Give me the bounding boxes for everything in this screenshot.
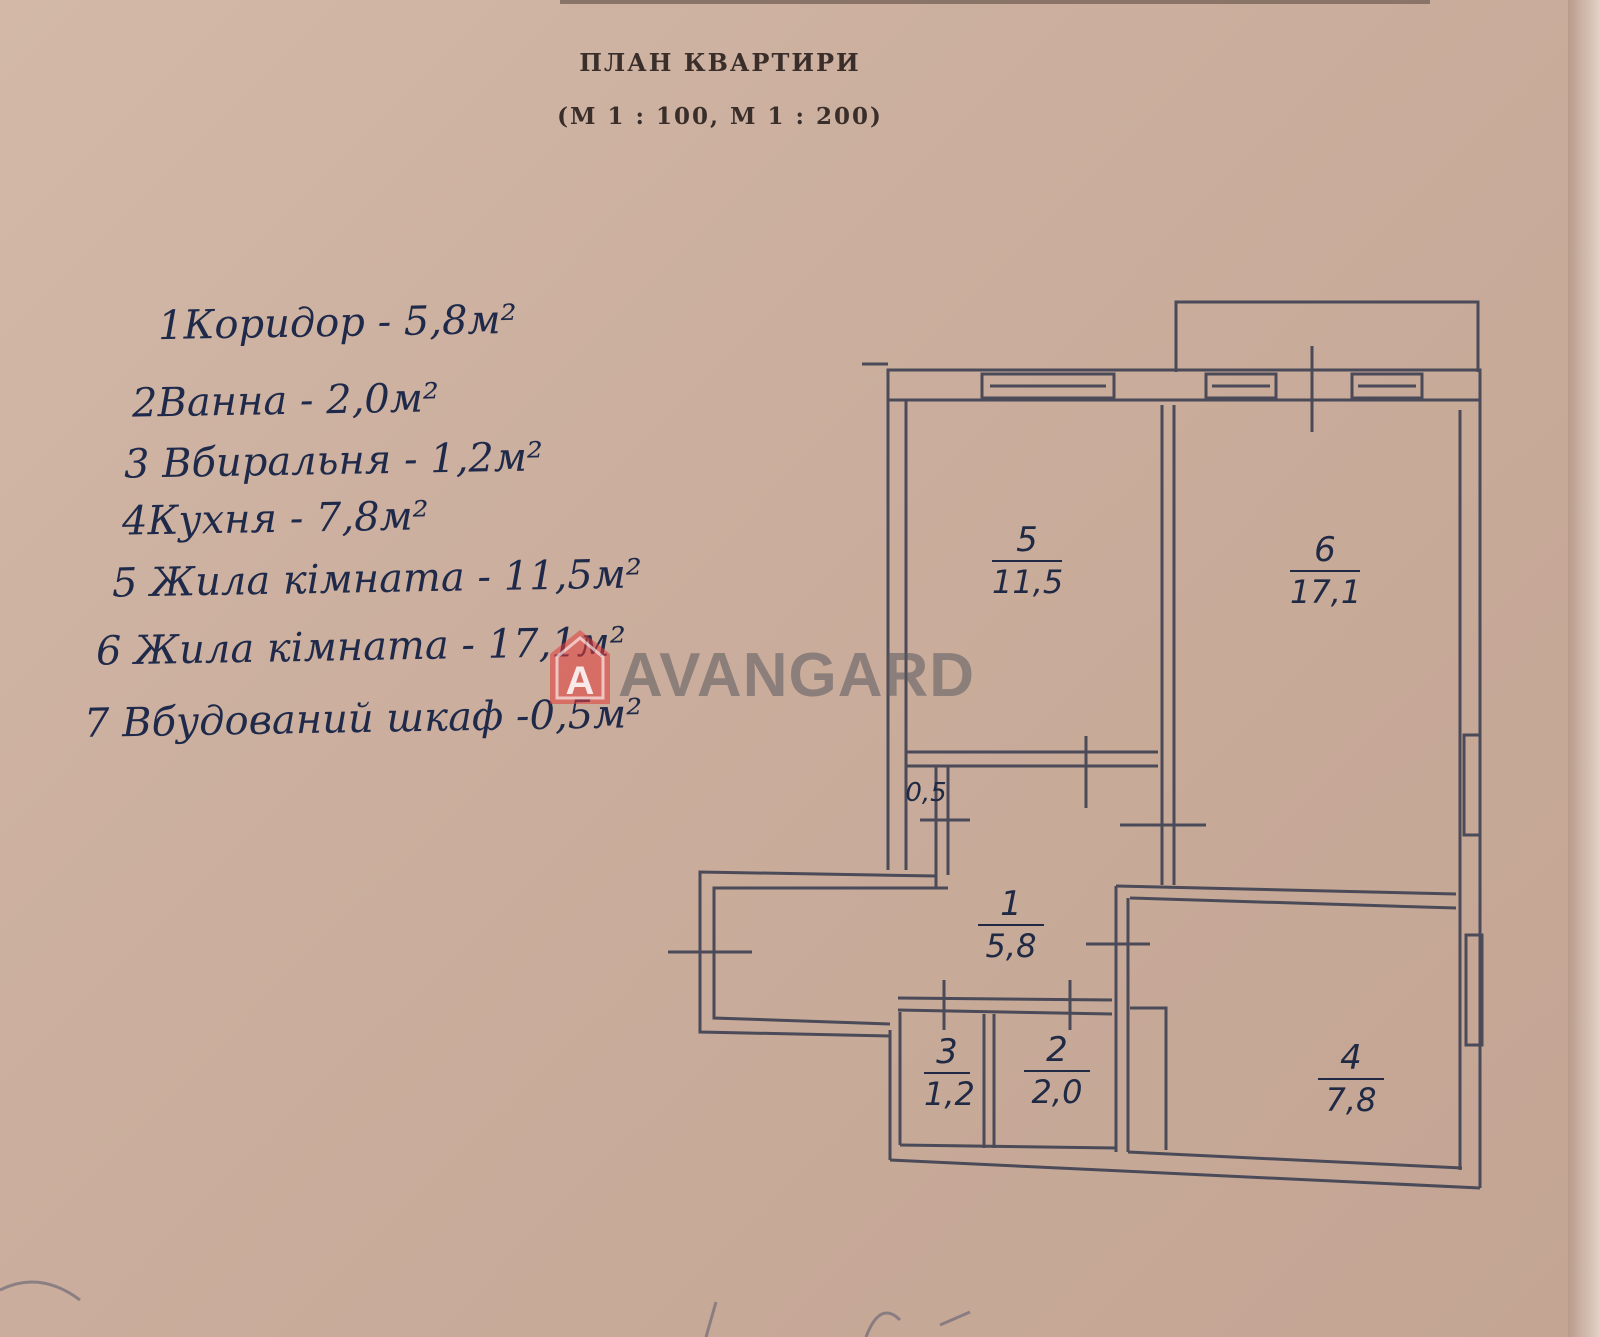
page-scale: (М 1 : 100, М 1 : 200) xyxy=(557,103,883,130)
window-top-3 xyxy=(1350,372,1424,400)
paper-edge xyxy=(1568,0,1600,1337)
room-4-label: 4 7,8 xyxy=(1318,1038,1384,1120)
watermark-text: AVANGARD xyxy=(618,641,976,710)
balcony-outline xyxy=(1174,300,1480,372)
top-rule xyxy=(560,0,1430,4)
window-top-1 xyxy=(980,372,1116,400)
room-3-label: 3 1,2 xyxy=(924,1032,975,1114)
window-right-1 xyxy=(1462,733,1482,837)
room-4-area: 7,8 xyxy=(1318,1078,1384,1120)
room-6-number: 6 xyxy=(1314,530,1336,570)
room-6-area: 17,1 xyxy=(1290,570,1361,612)
room-1-number: 1 xyxy=(1000,884,1022,924)
room-2-number: 2 xyxy=(1046,1030,1068,1070)
room-1-label: 1 5,8 xyxy=(978,884,1044,966)
room-5-number: 5 xyxy=(1016,520,1038,560)
room-6-label: 6 17,1 xyxy=(1290,530,1361,612)
room-2-area: 2,0 xyxy=(1024,1070,1090,1112)
room-3-number: 3 xyxy=(936,1032,958,1072)
page-title: ПЛАН КВАРТИРИ xyxy=(579,48,861,77)
room-5-label: 5 11,5 xyxy=(992,520,1063,602)
window-top-2 xyxy=(1204,372,1278,400)
room-3-area: 1,2 xyxy=(924,1072,975,1114)
room-5-area: 11,5 xyxy=(992,560,1063,602)
room-1-area: 5,8 xyxy=(978,924,1044,966)
room-4-number: 4 xyxy=(1340,1038,1362,1078)
room-7-area: 0,5 xyxy=(905,778,947,808)
watermark-letter: A xyxy=(566,659,595,703)
room-2-label: 2 2,0 xyxy=(1024,1030,1090,1112)
window-right-2 xyxy=(1464,933,1484,1047)
watermark-logo-icon: A xyxy=(550,630,610,704)
